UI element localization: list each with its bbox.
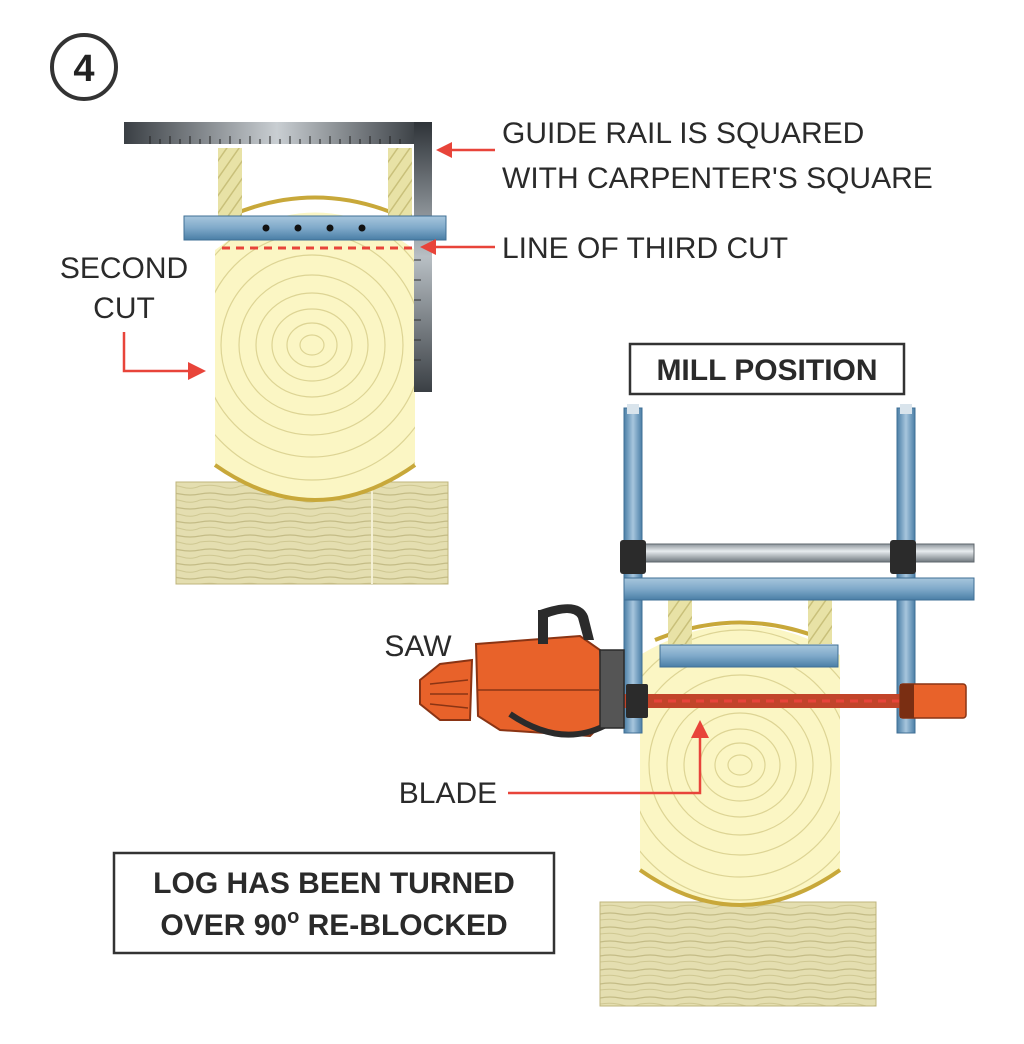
mill-assembly [599,404,975,1007]
mill-guide-rail [659,644,839,668]
second-cut-label-line2: CUT [93,292,155,325]
third-cut-label: LINE OF THIRD CUT [502,232,788,265]
log-turned-line1: LOG HAS BEEN TURNED [153,867,515,900]
saw-label: SAW [384,630,452,663]
guide-rail-callout: GUIDE RAIL IS SQUARED WITH CARPENTER'S S… [436,117,933,195]
third-cut-callout: LINE OF THIRD CUT [420,232,788,265]
step-number: 4 [73,48,94,90]
blade-callout: BLADE [399,720,709,810]
log [213,195,417,502]
step-number-badge: 4 [50,33,118,101]
top-assembly [124,122,449,585]
second-cut-label-line1: SECOND [60,252,188,285]
right-post [388,148,412,218]
second-cut-callout: SECOND CUT [60,252,206,380]
carpenters-square [124,122,432,392]
log-turned-line2: OVER 90o RE-BLOCKED [160,906,507,942]
guide-rail-label-line2: WITH CARPENTER'S SQUARE [502,162,933,195]
chainsaw [419,604,625,738]
mill-beam [623,577,975,601]
blade-label: BLADE [399,777,497,810]
left-post [218,148,242,218]
mill-support-block [599,901,877,1007]
mill-position-box: MILL POSITION [628,342,906,396]
log-turned-box: LOG HAS BEEN TURNED OVER 90o RE-BLOCKED [112,851,556,955]
guide-rail-label-line1: GUIDE RAIL IS SQUARED [502,117,864,150]
guide-rail [183,215,447,241]
mill-tube [633,543,975,563]
mill-position-label: MILL POSITION [656,354,877,387]
